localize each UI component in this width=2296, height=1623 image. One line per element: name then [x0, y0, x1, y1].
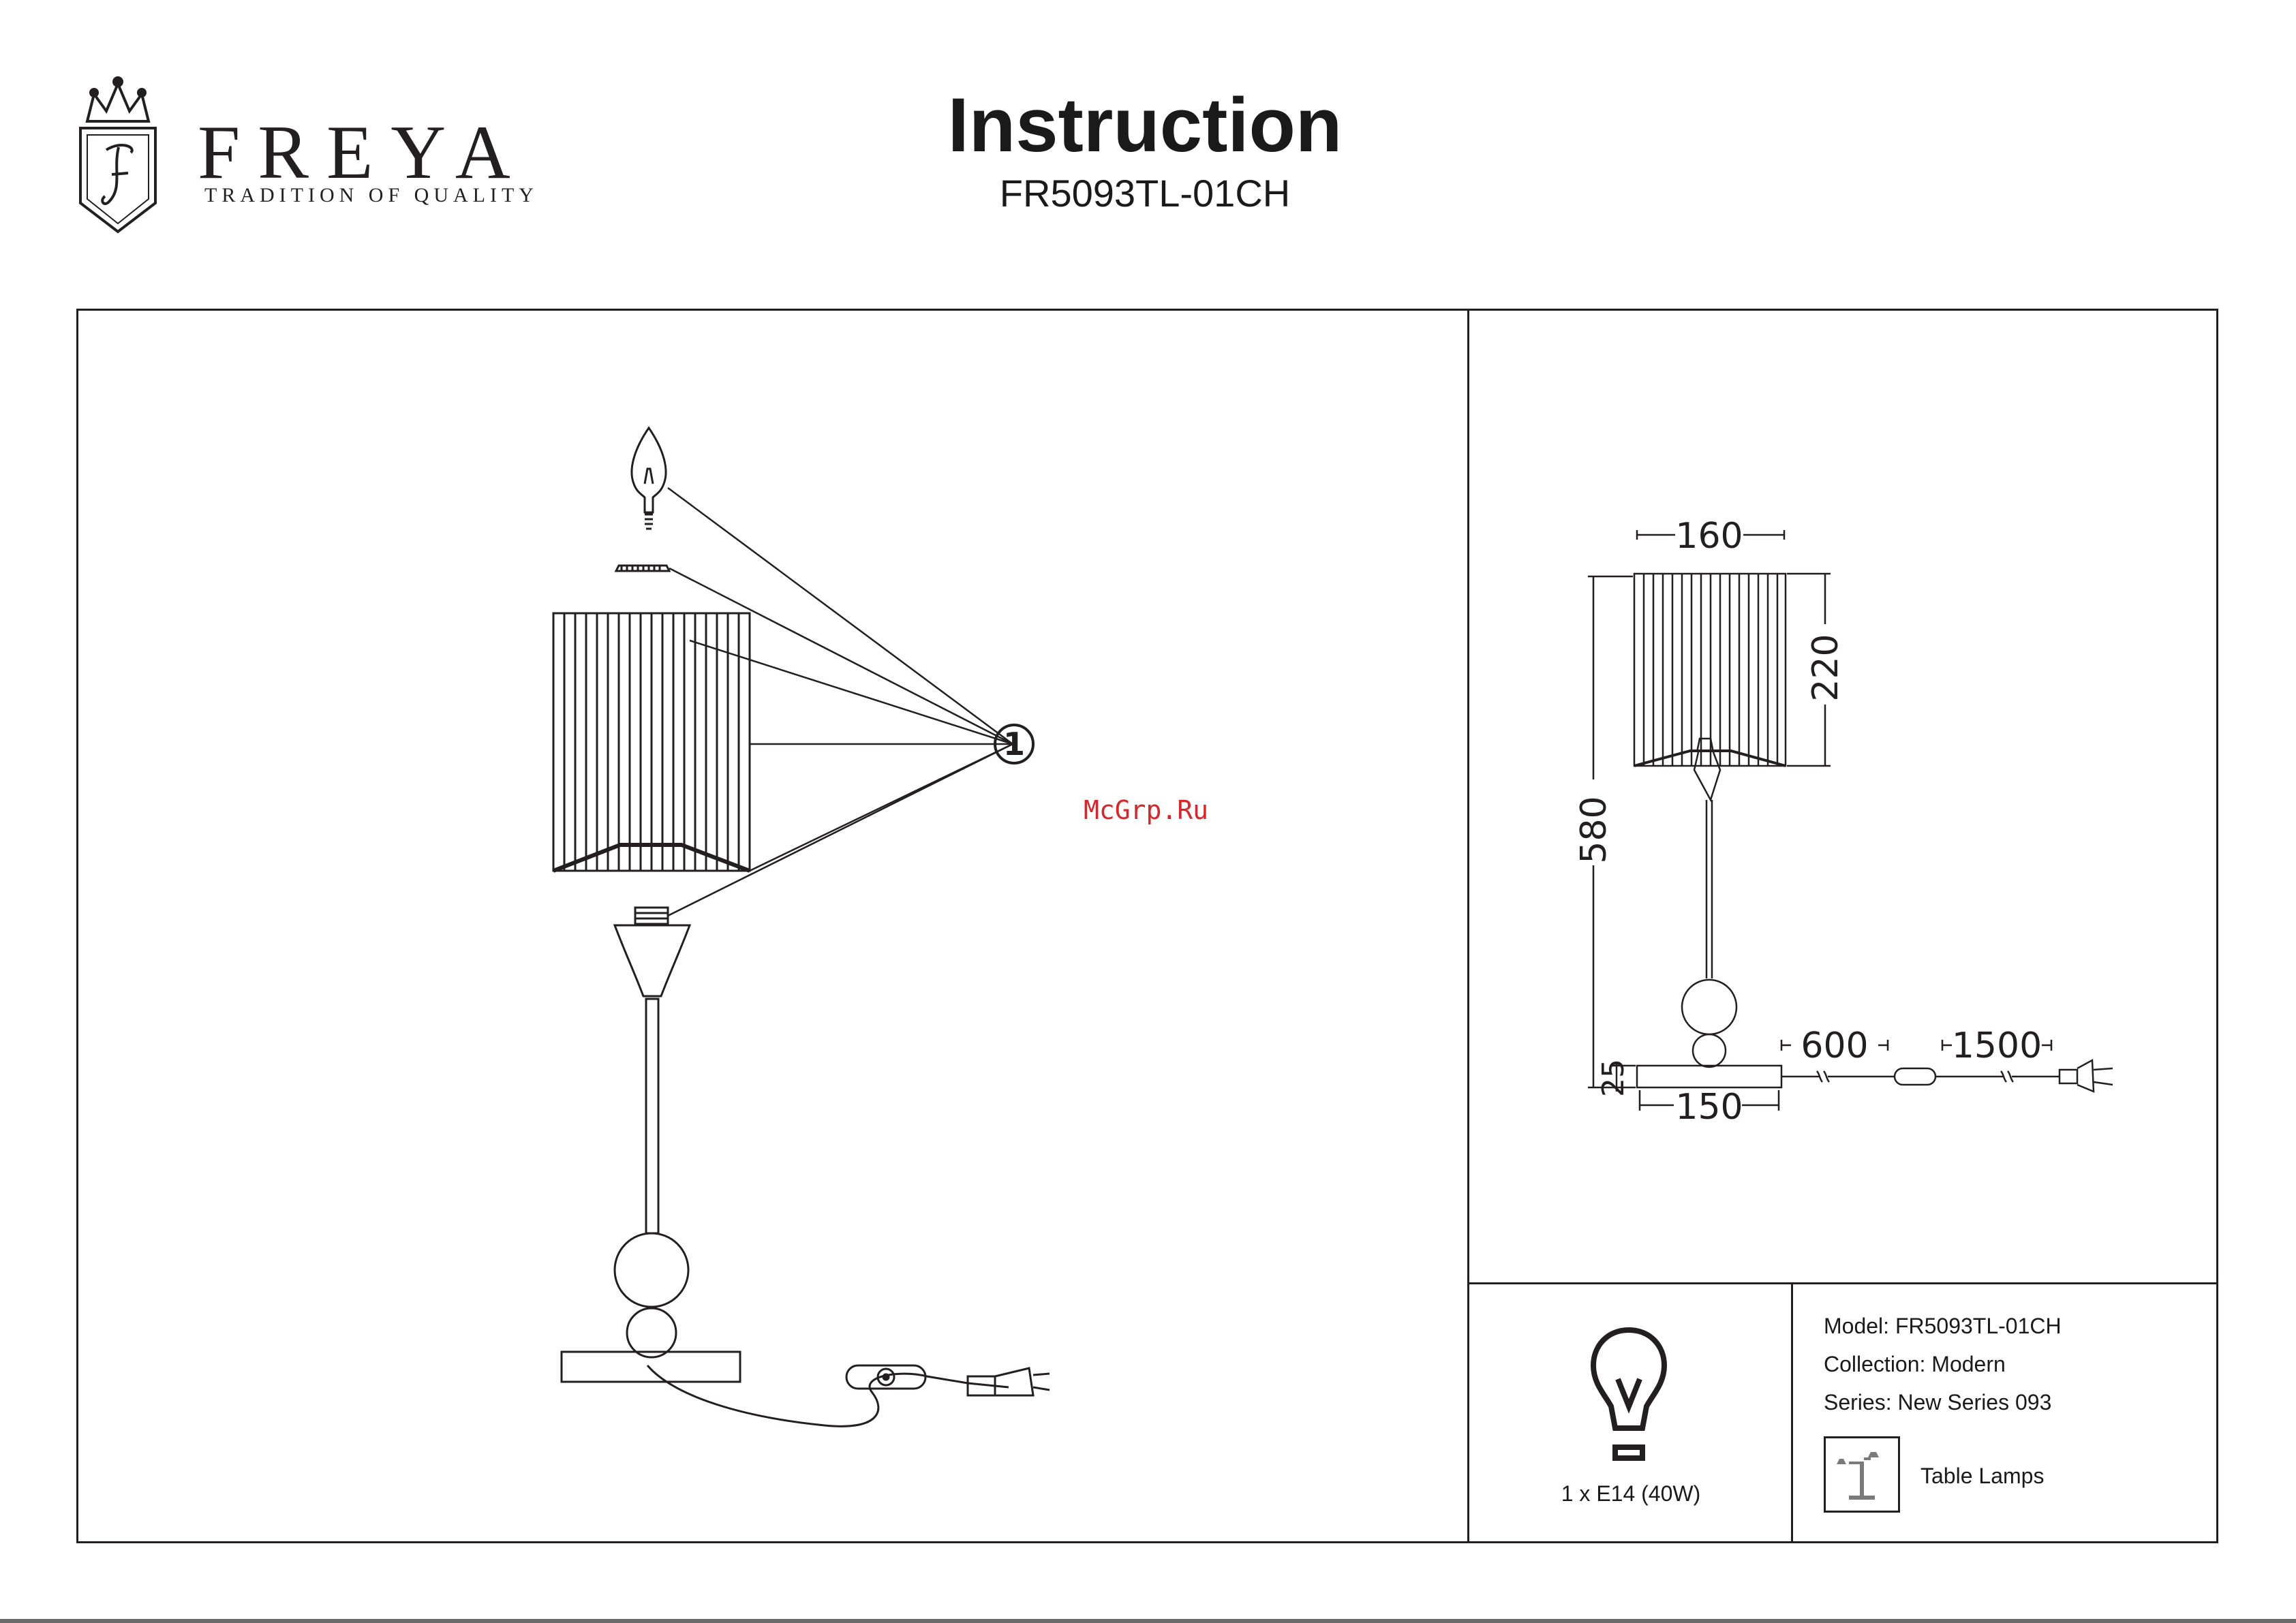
upper-sphere	[615, 1233, 688, 1307]
brand-name: FREYA	[198, 114, 528, 191]
frame-divider-horizontal	[1467, 1282, 2218, 1284]
crest-crown-icon	[74, 74, 162, 237]
page-title: Instruction	[940, 87, 1349, 164]
dim-shade-width: 160	[1675, 516, 1743, 557]
lower-sphere	[627, 1308, 676, 1357]
shade-ring	[616, 566, 669, 571]
dim-base-height: 25	[1596, 1059, 1631, 1097]
category-icon-box	[1824, 1436, 1900, 1513]
dimension-drawing: 160 220 580 25 150 600 1500	[1574, 497, 2133, 1138]
spec-collection: Collection: Modern	[1824, 1353, 2006, 1375]
dim-shade-height: 220	[1805, 634, 1846, 701]
watermark-text: McGrp.Ru	[1084, 797, 1208, 823]
inline-switch-icon	[846, 1365, 925, 1389]
lamp-shade	[553, 613, 750, 871]
assembly-drawing: 1	[518, 409, 1131, 1444]
lamp-socket	[615, 908, 690, 1233]
power-cord	[647, 1365, 1009, 1426]
dim-cord-plug: 1500	[1952, 1025, 2042, 1066]
spec-model: Model: FR5093TL-01CH	[1824, 1315, 2062, 1337]
model-code: FR5093TL-01CH	[940, 174, 1349, 213]
footer-rule	[0, 1619, 2296, 1623]
frame-divider-vertical	[1467, 309, 1469, 1543]
power-plug-icon	[968, 1368, 1050, 1395]
bulb-caption: 1 x E14 (40W)	[1472, 1483, 1790, 1504]
spec-series: Series: New Series 093	[1824, 1391, 2051, 1413]
lightbulb-icon	[1588, 1326, 1670, 1469]
dim-base-width: 150	[1675, 1087, 1743, 1128]
candle-bulb-icon	[632, 428, 666, 529]
table-lamp-icon	[1826, 1438, 1898, 1511]
spec-divider	[1791, 1282, 1793, 1543]
category-label: Table Lamps	[1920, 1465, 2044, 1487]
callout-number: 1	[1003, 726, 1025, 762]
dim-total-height: 580	[1574, 796, 1614, 863]
callout-lines	[668, 488, 1013, 916]
brand-tagline: TRADITION OF QUALITY	[204, 185, 538, 206]
dim-cord-switch: 600	[1801, 1025, 1868, 1066]
